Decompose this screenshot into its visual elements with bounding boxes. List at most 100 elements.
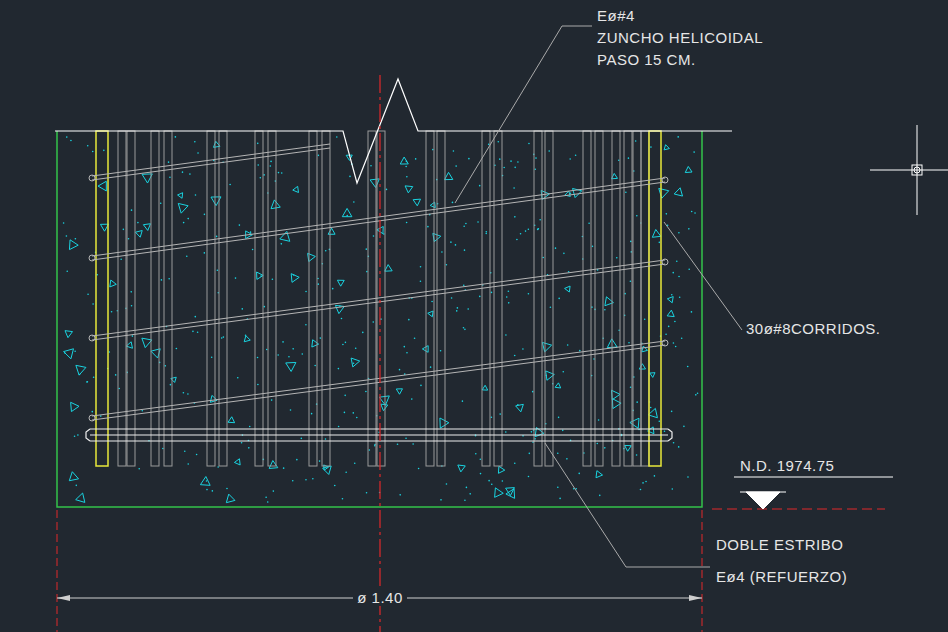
concrete-dot — [569, 158, 571, 160]
concrete-dot — [353, 201, 355, 203]
concrete-dot — [408, 319, 410, 321]
leader-line — [545, 443, 710, 567]
concrete-dot — [628, 157, 630, 159]
concrete-dot — [502, 480, 504, 482]
crosshair — [917, 125, 918, 215]
concrete-dot — [257, 164, 259, 166]
concrete-dot — [525, 230, 527, 232]
spiral-hoop — [92, 345, 665, 420]
concrete-dot — [93, 376, 95, 378]
concrete-dot — [248, 447, 250, 449]
concrete-dot — [691, 211, 693, 213]
concrete-dot — [508, 291, 510, 293]
concrete-dot — [455, 244, 457, 246]
concrete-dot — [514, 463, 516, 465]
concrete-dot — [186, 255, 188, 257]
aggregate-mark — [445, 172, 453, 179]
concrete-dot — [628, 342, 630, 344]
concrete-dot — [463, 285, 465, 287]
concrete-dot — [678, 276, 680, 278]
hoop-end — [662, 177, 668, 183]
concrete-dot — [288, 356, 290, 358]
level-underline — [734, 477, 893, 478]
concrete-dot — [558, 298, 560, 300]
concrete-dot — [397, 443, 399, 445]
aggregate-mark — [323, 466, 332, 474]
aggregate-mark — [440, 418, 449, 428]
concrete-dot — [372, 321, 374, 323]
aggregate-mark — [516, 404, 524, 411]
longitudinal-bar — [624, 131, 632, 466]
concrete-dot — [535, 169, 537, 171]
concrete-dot — [531, 431, 533, 433]
concrete-dot — [66, 235, 68, 237]
concrete-dot — [257, 357, 259, 359]
concrete-dot — [548, 150, 550, 152]
concrete-dot — [464, 499, 466, 501]
concrete-dot — [599, 495, 601, 497]
note-text: PASO 15 CM. — [597, 52, 696, 69]
concrete-dot — [196, 454, 198, 456]
aggregate-mark — [405, 186, 413, 193]
concrete-dot — [260, 177, 262, 179]
ground-line-break — [55, 79, 732, 183]
concrete-dot — [250, 231, 252, 233]
concrete-dot — [263, 174, 265, 176]
concrete-dot — [499, 413, 501, 415]
concrete-dot — [249, 426, 251, 428]
concrete-dot — [204, 252, 206, 254]
concrete-dot — [450, 241, 452, 243]
concrete-dot — [226, 488, 228, 490]
aggregate-mark — [178, 203, 188, 213]
concrete-dot — [115, 374, 117, 376]
level-bar — [740, 491, 786, 492]
concrete-dot — [516, 239, 518, 241]
spiral-hoop — [92, 144, 330, 176]
concrete-dot — [575, 154, 577, 156]
spiral-hoop — [92, 178, 665, 256]
concrete-dot — [197, 331, 199, 333]
concrete-dot — [505, 334, 507, 336]
concrete-dot — [534, 438, 536, 440]
concrete-dot — [510, 160, 512, 162]
concrete-dot — [192, 331, 194, 333]
aggregate-mark — [64, 349, 74, 359]
concrete-dot — [270, 161, 272, 163]
concrete-dot — [677, 136, 679, 138]
concrete-dot — [566, 458, 568, 460]
longitudinal-bar — [612, 131, 620, 466]
concrete-dot — [451, 297, 453, 299]
concrete-dot — [195, 194, 197, 196]
longitudinal-bar — [494, 131, 502, 466]
concrete-dot — [453, 150, 455, 152]
concrete-dot — [128, 238, 130, 240]
concrete-dot — [528, 143, 530, 145]
aggregate-mark — [413, 199, 420, 206]
concrete-dot — [345, 471, 347, 473]
concrete-dot — [430, 366, 432, 368]
concrete-dot — [598, 419, 600, 421]
concrete-dot — [539, 219, 541, 221]
aggregate-mark — [430, 202, 435, 208]
concrete-dot — [420, 280, 422, 282]
concrete-dot — [187, 463, 189, 465]
concrete-dot — [235, 277, 237, 279]
concrete-dot — [187, 393, 189, 395]
concrete-dot — [70, 140, 72, 142]
concrete-dot — [464, 329, 466, 331]
concrete-dot — [183, 392, 185, 394]
concrete-dot — [462, 400, 464, 402]
crosshair — [870, 170, 948, 171]
concrete-dot — [267, 501, 269, 503]
concrete-dot — [517, 161, 519, 163]
concrete-dot — [420, 266, 422, 268]
concrete-dot — [175, 136, 177, 138]
aggregate-mark — [565, 286, 571, 292]
concrete-dot — [206, 489, 208, 491]
concrete-dot — [292, 480, 294, 482]
concrete-dot — [189, 173, 191, 175]
concrete-dot — [74, 350, 76, 352]
concrete-dot — [221, 337, 223, 339]
concrete-dot — [406, 222, 408, 224]
concrete-dot — [204, 214, 206, 216]
